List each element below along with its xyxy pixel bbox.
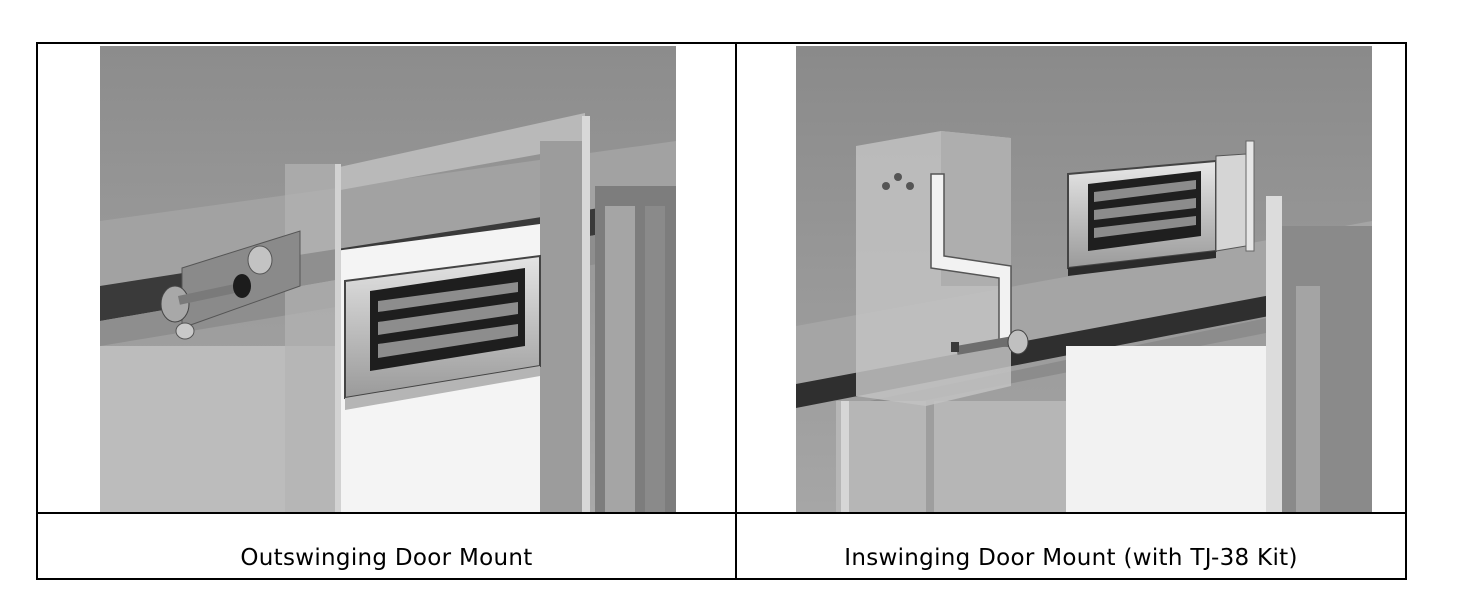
inswing-caption: Inswinging Door Mount (with TJ-38 Kit) xyxy=(844,545,1298,571)
cell-divider-vertical xyxy=(735,44,737,578)
figure-table: Outswinging Door Mount xyxy=(36,42,1407,580)
outswing-caption: Outswinging Door Mount xyxy=(240,545,533,571)
outswing-mount-image xyxy=(100,46,676,512)
inswing-mount-image xyxy=(796,46,1372,512)
cell-divider-horizontal xyxy=(38,512,1405,514)
